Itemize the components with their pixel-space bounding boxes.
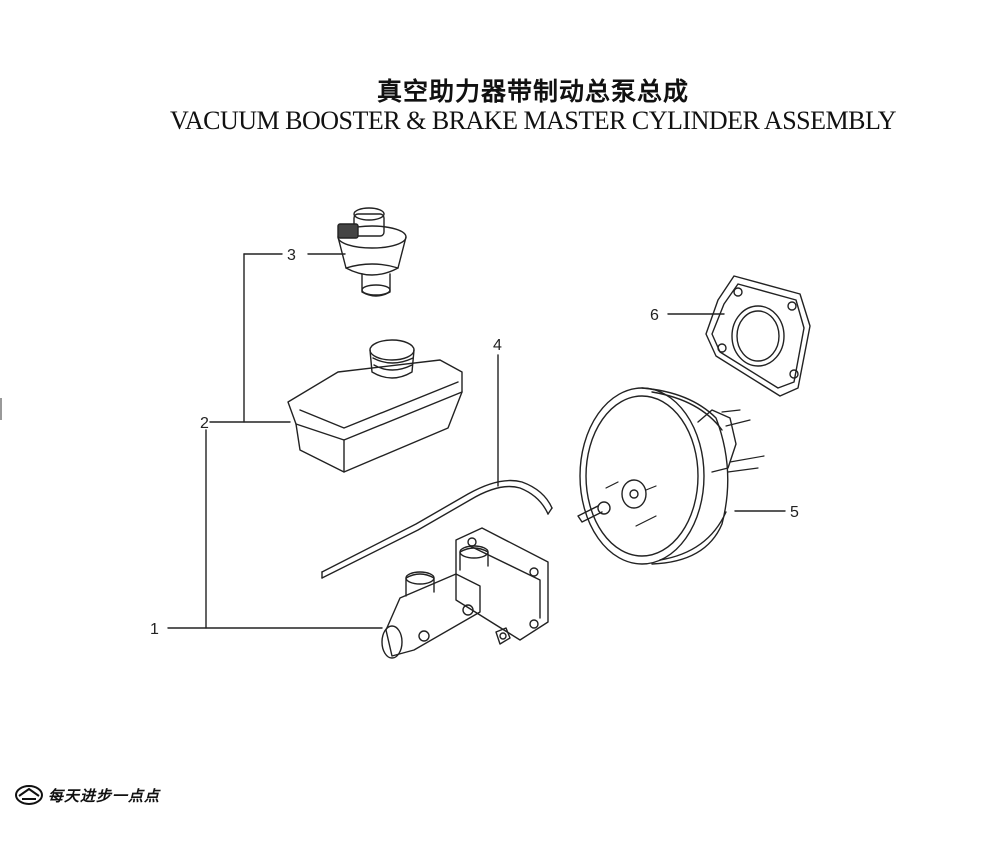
booster-gasket-drawing [705, 275, 811, 397]
brake-pipe-drawing [321, 479, 553, 579]
callout-6: 6 [650, 307, 659, 324]
footer-brand: 每天进步一点点 [14, 782, 160, 808]
callout-3: 3 [287, 247, 296, 264]
brake-master-cylinder-drawing [381, 527, 549, 659]
diagram-title-english: VACUUM BOOSTER & BRAKE MASTER CYLINDER A… [169, 106, 897, 135]
callout-2: 2 [200, 415, 209, 432]
manufacturer-emblem-icon [15, 785, 43, 805]
callout-4: 4 [493, 337, 502, 354]
leader-lines [167, 253, 786, 629]
page-edge-mark [0, 398, 2, 420]
callout-1: 1 [150, 621, 159, 638]
brake-fluid-reservoir-drawing [287, 339, 463, 473]
footer-slogan: 每天进步一点点 [48, 786, 161, 805]
diagram-title-chinese: 真空助力器带制动总泵总成 [376, 77, 689, 106]
callout-5: 5 [790, 504, 799, 521]
reservoir-cap-drawing [337, 207, 407, 297]
vacuum-booster-drawing [577, 387, 765, 565]
